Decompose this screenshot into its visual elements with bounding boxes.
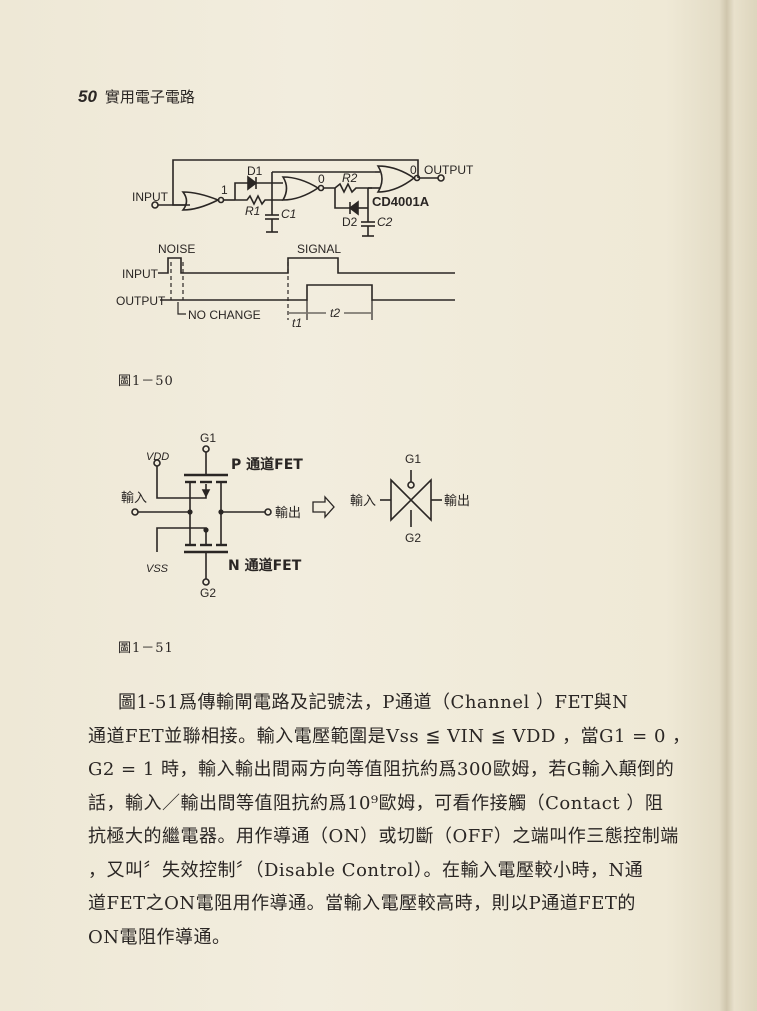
- label-no-change: NO CHANGE: [188, 308, 261, 322]
- paragraph-line: 抗極大的繼電器。用作導通（ON）或切斷（OFF）之端叫作三態控制端: [88, 826, 679, 847]
- figure-caption-1-50: 圖1－50: [118, 374, 174, 389]
- label-g1: G1: [200, 431, 216, 445]
- paragraph-line: 圖1-51爲傳輸閘電路及記號法，P通道（Channel ）FET與N: [118, 692, 629, 713]
- label-output: OUTPUT: [424, 163, 474, 177]
- label-d1: D1: [247, 164, 263, 178]
- paragraph-line: ，又叫〞失效控制〞（Disable Control）。在輸入電壓較小時，N通: [88, 859, 644, 881]
- label-c1: C1: [281, 207, 296, 221]
- arrow-icon: [312, 495, 335, 519]
- label-r1: R1: [245, 204, 260, 218]
- page-number: 50: [78, 87, 97, 106]
- transmission-gate-circuit: [131, 445, 442, 586]
- label-t2: t2: [330, 306, 340, 320]
- paragraph-line: G2 = 1 時，輸入輸出間兩方向等值阻抗約爲300歐姆，若G輸入顛倒的: [88, 759, 675, 780]
- symbol-g1: G1: [405, 452, 421, 466]
- symbol-output: 輸出: [444, 494, 470, 509]
- figure-1-50-circuit: [151, 159, 445, 237]
- label-logic-0: 0: [410, 163, 417, 177]
- paragraph-line: ON電阻作導通。: [88, 926, 231, 948]
- label-input: 輸入: [121, 491, 147, 506]
- label-vss: VSS: [146, 563, 169, 575]
- label-noise: NOISE: [158, 242, 195, 256]
- label-input: INPUT: [122, 267, 159, 281]
- body-paragraph: 圖1-51爲傳輸閘電路及記號法，P通道（Channel ）FET與N 通道FET…: [88, 686, 691, 954]
- label-logic-0: 0: [318, 172, 325, 186]
- label-r2: R2: [342, 171, 358, 185]
- label-logic-1: 1: [221, 183, 228, 197]
- timing-diagram: [158, 257, 455, 320]
- label-vdd: VDD: [146, 451, 169, 463]
- label-d2: D2: [342, 215, 358, 229]
- label-output: OUTPUT: [116, 294, 166, 308]
- symbol-g2: G2: [405, 531, 421, 545]
- label-t1: t1: [292, 316, 302, 330]
- figure-1-50-labels: INPUT OUTPUT D1 R1 C1 R2 D2 C2 CD4001A 1…: [132, 163, 474, 229]
- label-c2: C2: [377, 215, 393, 229]
- book-title: 實用電子電路: [104, 88, 195, 106]
- label-output: 輸出: [275, 506, 301, 521]
- timing-labels: NOISE SIGNAL INPUT OUTPUT NO CHANGE t1 t…: [116, 242, 341, 330]
- label-g2: G2: [200, 586, 216, 600]
- label-signal: SIGNAL: [297, 242, 341, 256]
- label-input: INPUT: [132, 190, 169, 204]
- page-header: 50 實用電子電路: [78, 86, 195, 107]
- label-n-fet: N 通道FET: [228, 557, 302, 574]
- label-chip: CD4001A: [372, 194, 430, 209]
- transmission-gate-labels: G1 VDD VSS G2 輸入 輸出 P 通道FET N 通道FET G1 G…: [121, 431, 470, 600]
- paragraph-line: 話，輸入／輸出間等值阻抗約爲10⁹歐姆，可看作接觸（Contact ）阻: [88, 792, 664, 814]
- label-p-fet: P 通道FET: [231, 456, 303, 473]
- figure-caption-1-51: 圖1－51: [118, 641, 174, 656]
- paragraph-line: 通道FET並聯相接。輸入電壓範圍是Vss ≦ VIN ≦ VDD ，當G1 = …: [88, 725, 691, 747]
- symbol-input: 輸入: [350, 494, 376, 509]
- paragraph-line: 道FET之ON電阻用作導通。當輸入電壓較高時，則以P通道FET的: [88, 893, 636, 914]
